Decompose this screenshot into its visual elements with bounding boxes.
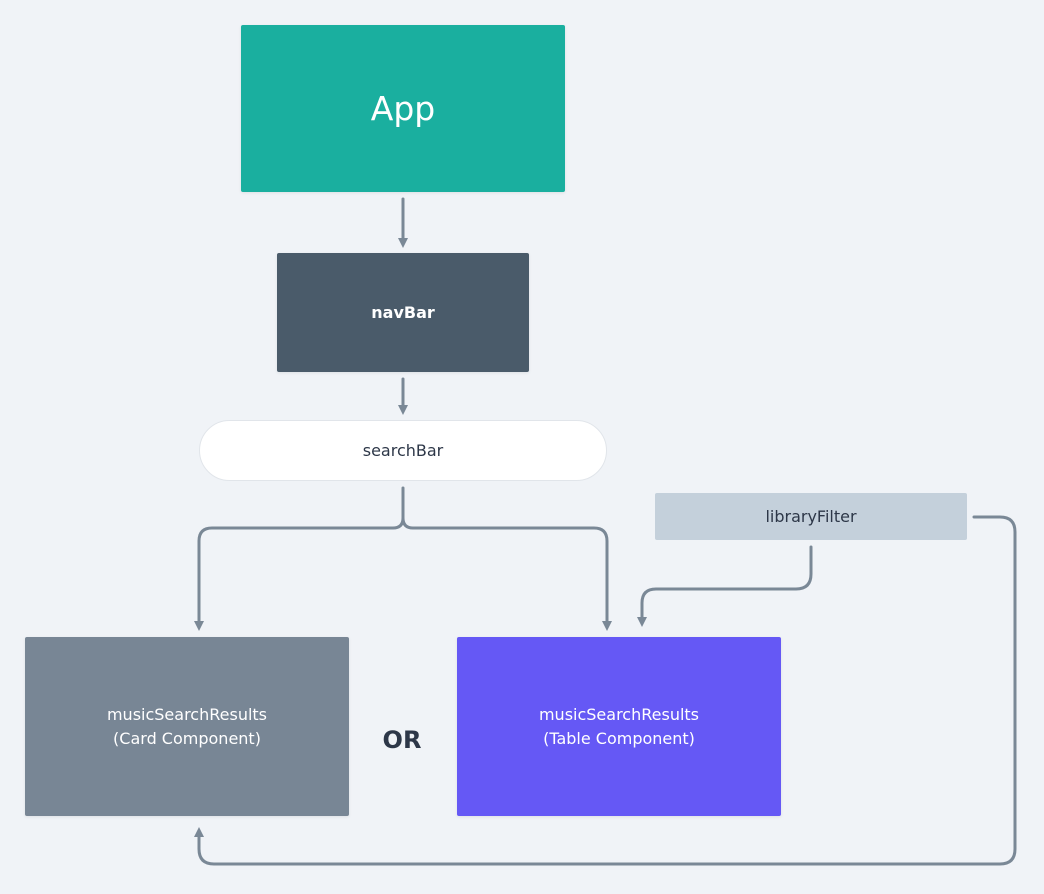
table-results-title: musicSearchResults: [538, 704, 700, 724]
navbar-node-label: navBar: [371, 303, 435, 322]
navbar-node: navBar: [277, 253, 529, 372]
edge-searchbar-to-card: [194, 486, 405, 631]
libraryfilter-node: libraryFilter: [655, 493, 967, 540]
card-results-subtitle: (Card Component): [113, 728, 261, 748]
edge-searchbar-to-table: [401, 516, 612, 631]
edge-libraryfilter-to-table: [637, 545, 813, 627]
table-results-subtitle: (Table Component): [543, 728, 695, 748]
app-node-label: App: [370, 89, 436, 128]
searchbar-node: searchBar: [199, 420, 607, 481]
card-results-title: musicSearchResults: [106, 704, 268, 724]
table-results-node: musicSearchResults (Table Component): [457, 637, 781, 816]
app-node: App: [241, 25, 565, 192]
or-separator-label: OR: [382, 726, 422, 754]
searchbar-node-label: searchBar: [362, 441, 444, 460]
libraryfilter-node-label: libraryFilter: [765, 507, 857, 526]
card-results-node: musicSearchResults (Card Component): [25, 637, 349, 816]
edge-libraryfilter-to-card: [194, 515, 1017, 866]
